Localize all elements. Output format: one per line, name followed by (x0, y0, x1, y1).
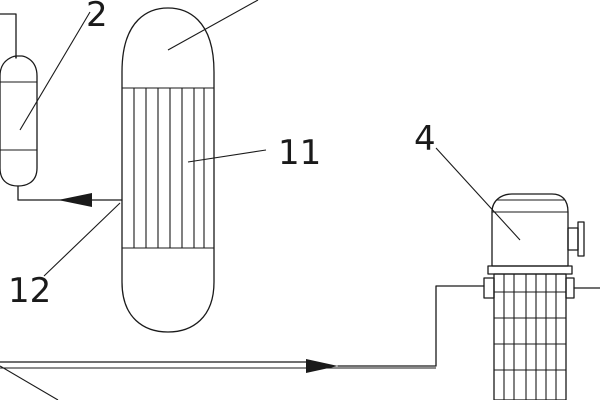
bottom-diagonal-line (0, 365, 59, 400)
heat-exchanger (483, 193, 600, 400)
flow-arrow-left (58, 193, 92, 207)
separator-vessel (0, 13, 63, 201)
label-tube-bundle: 11 (278, 133, 321, 173)
label-exchanger: 4 (414, 119, 436, 159)
leader-main-vessel (167, 0, 259, 51)
leader-inlet (43, 202, 121, 277)
feed-line-to-exchanger (337, 285, 485, 367)
leader-separator (19, 11, 91, 131)
leader-exchanger (435, 147, 521, 241)
label-separator: 2 (86, 0, 108, 35)
main-vessel (121, 7, 215, 333)
tube-bundle (133, 88, 205, 248)
flow-arrow-right (306, 359, 338, 373)
label-inlet: 12 (8, 271, 51, 311)
leader-tube-bundle (187, 149, 267, 163)
